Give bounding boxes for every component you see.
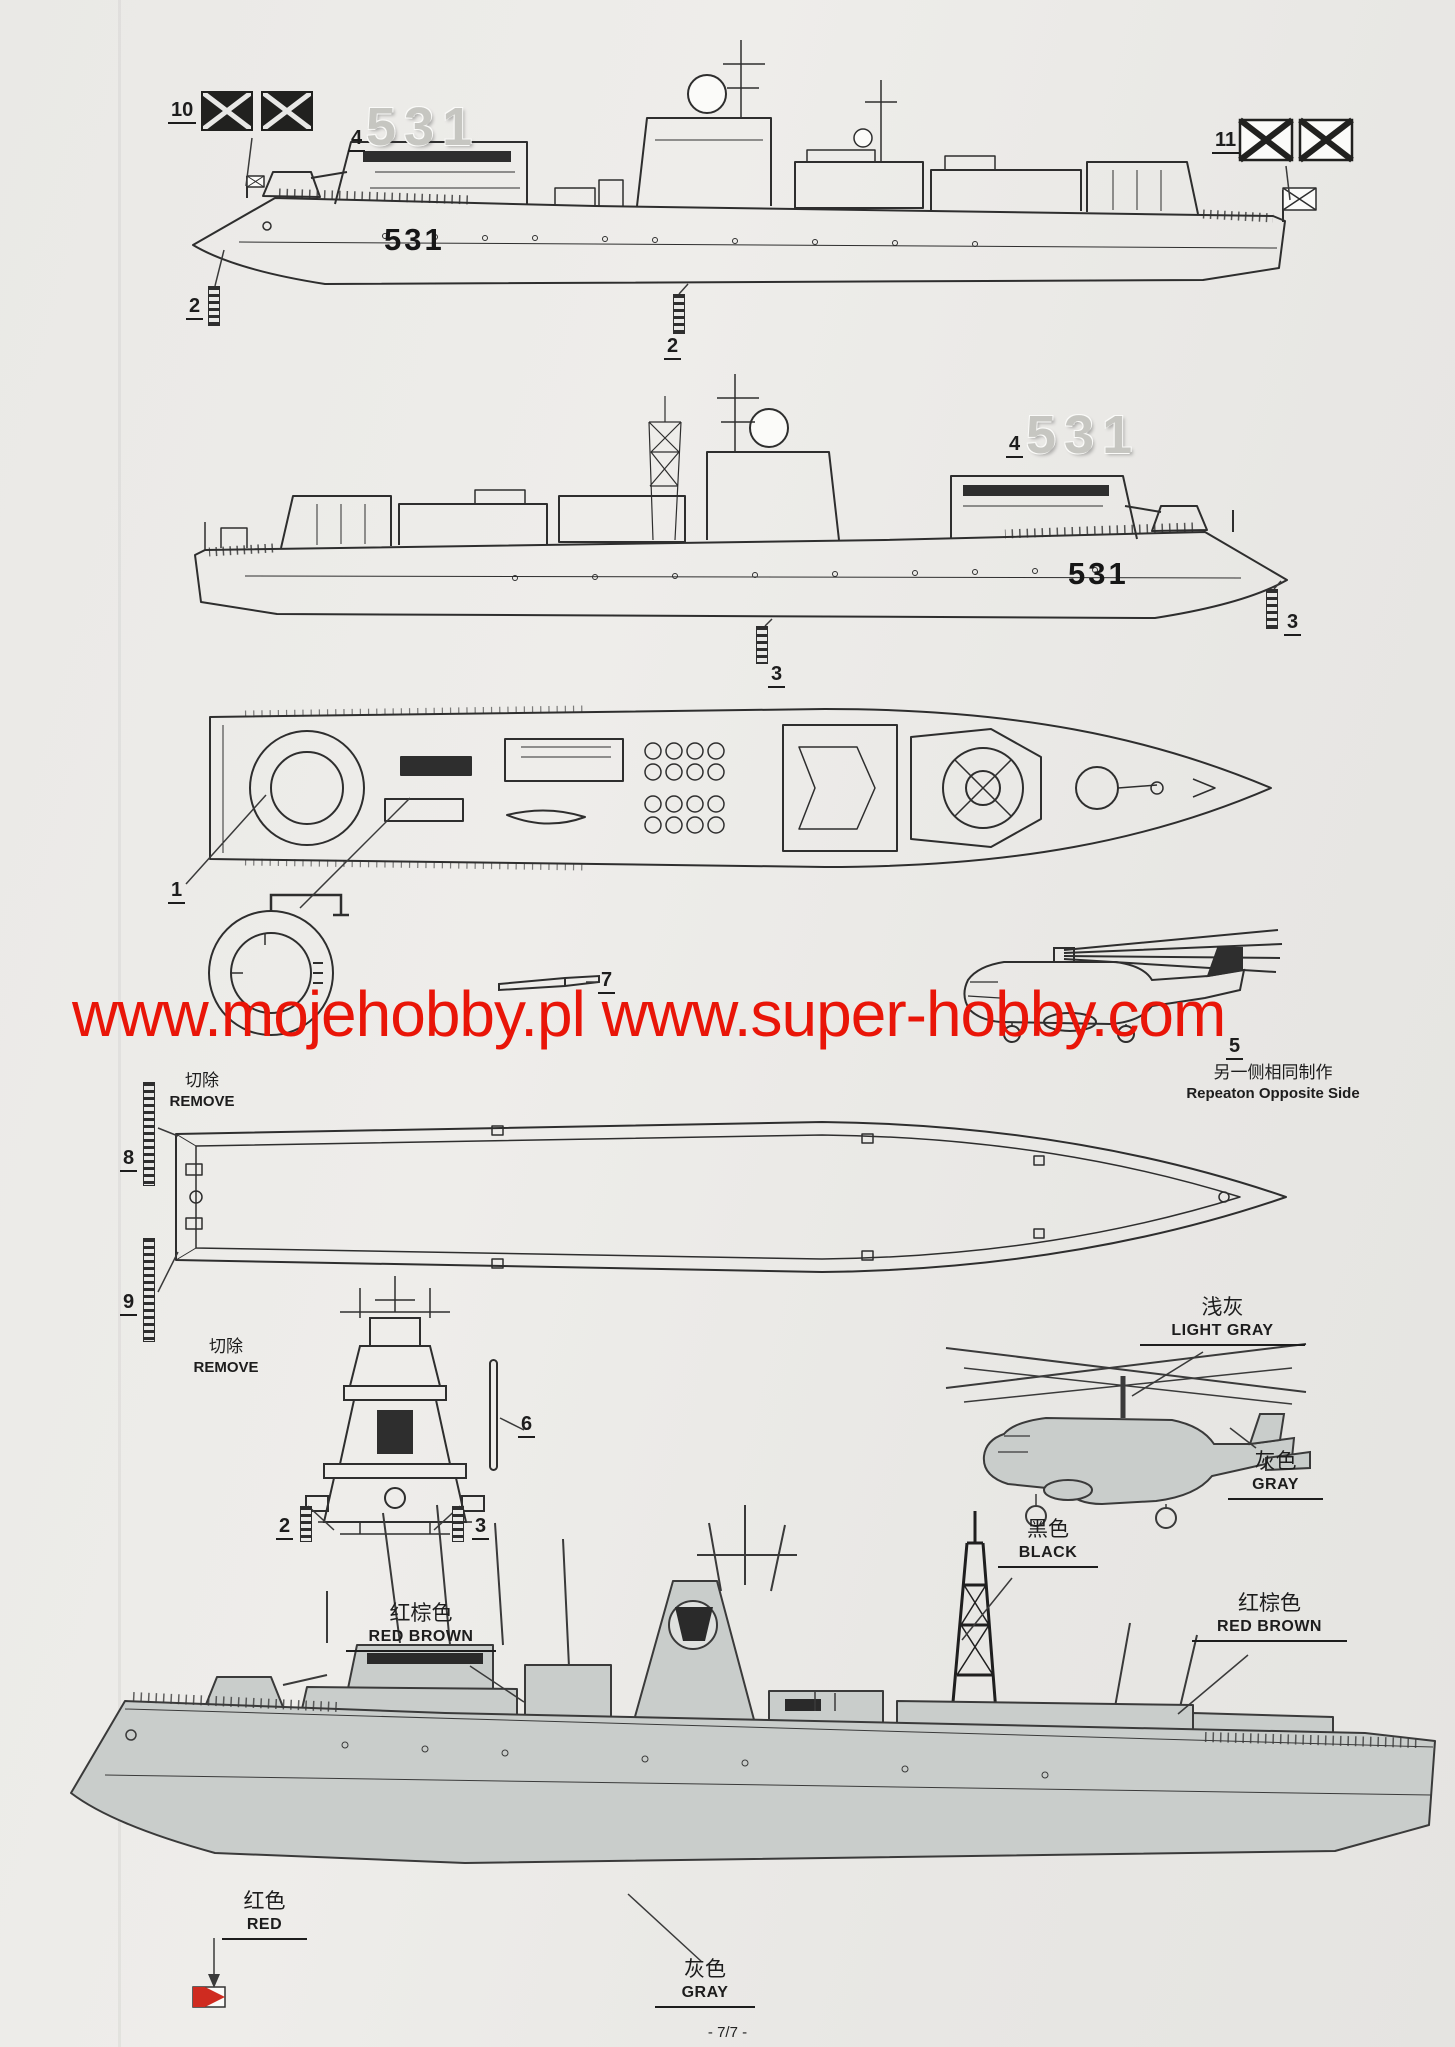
mast-front-view-drawing: [305, 1276, 485, 1535]
note-remove-top-cn: 切除: [185, 1071, 219, 1090]
note-remove-top: 切除 REMOVE: [146, 1070, 258, 1112]
callout-4-top: 4: [348, 128, 366, 152]
callout-3-bow: 3: [1284, 612, 1302, 636]
rod-part-drawing: [489, 1359, 498, 1471]
ship-profile-port-drawing: [194, 374, 1288, 619]
paint-label-gray-hull-en: GRAY: [681, 1984, 729, 2002]
callout-3-mast: 3: [472, 1516, 490, 1540]
decal-waterline-strip-8: [143, 1082, 155, 1186]
deck-plan-drawing: [209, 705, 1272, 871]
hull-number-painted-side2: 531: [1068, 556, 1129, 591]
yardarm-part-drawing: [498, 974, 600, 992]
callout-2-mast: 2: [276, 1516, 294, 1540]
paint-label-red-brown-right: 红棕色 RED BROWN: [1192, 1590, 1347, 1643]
page-number: - 7/7 -: [707, 2024, 748, 2041]
note-repeat-opposite-side: 另一侧相同制作 Repeaton Opposite Side: [1148, 1062, 1398, 1104]
paint-label-red-brown-left-cn: 红棕色: [389, 1602, 453, 1625]
note-remove-bottom-cn: 切除: [209, 1337, 243, 1356]
decal-draft-strip-3-mid: [756, 626, 768, 664]
note-repeat-opposite-side-cn: 另一侧相同制作: [1213, 1063, 1333, 1082]
callout-4-side2: 4: [1006, 434, 1024, 458]
callout-7: 7: [598, 970, 616, 994]
paint-label-gray-hull: 灰色 GRAY: [655, 1956, 755, 2009]
note-remove-top-en: REMOVE: [169, 1093, 235, 1111]
callout-6: 6: [518, 1414, 536, 1438]
paper-crease: [118, 0, 121, 2047]
paint-label-red-en: RED: [246, 1916, 283, 1934]
callout-2-bow: 2: [186, 296, 204, 320]
paint-label-red-brown-right-cn: 红棕色: [1238, 1592, 1301, 1615]
decal-draft-strip-2-mid: [673, 294, 685, 334]
callout-10: 10: [168, 100, 197, 124]
paint-label-red: 红色 RED: [222, 1888, 307, 1941]
paint-label-gray-hull-cn: 灰色: [684, 1958, 726, 1981]
hull-top-view-drawing: [175, 1121, 1287, 1273]
callout-9: 9: [120, 1292, 138, 1316]
decal-hull-number-ghost-top: 531: [366, 97, 481, 157]
decal-draft-strip-2-bow: [208, 286, 220, 326]
note-repeat-opposite-side-en: Repeaton Opposite Side: [1186, 1085, 1360, 1103]
paint-label-light-gray-en: LIGHT GRAY: [1171, 1322, 1274, 1340]
callout-1: 1: [168, 880, 186, 904]
callout-11: 11: [1212, 130, 1240, 154]
paint-label-black-en: BLACK: [1018, 1544, 1078, 1562]
paint-label-red-brown-left: 红棕色 RED BROWN: [346, 1600, 496, 1653]
helicopter-folded-drawing: [963, 929, 1283, 1043]
paint-label-red-brown-left-en: RED BROWN: [368, 1628, 474, 1646]
decal-red-flag-chip: [192, 1986, 226, 2008]
paint-label-black: 黑色 BLACK: [998, 1516, 1098, 1569]
callout-5: 5: [1226, 1036, 1244, 1060]
watermark-text: www.mojehobby.pl www.super-hobby.com: [72, 978, 1226, 1050]
decal-saltire-ensign-flags: [1238, 117, 1354, 163]
decal-draft-strip-2-mast: [300, 1506, 312, 1542]
decal-hull-number-ghost-side2: 531: [1026, 405, 1141, 465]
decal-draft-strip-3-bow: [1266, 589, 1278, 629]
paint-label-light-gray: 浅灰 LIGHT GRAY: [1140, 1294, 1305, 1347]
callout-3-mid: 3: [768, 664, 786, 688]
helicopter-paint-guide-drawing: [945, 1343, 1311, 1529]
paint-label-gray-helicopter-en: GRAY: [1252, 1476, 1299, 1494]
paint-label-red-brown-right-en: RED BROWN: [1217, 1618, 1322, 1636]
note-remove-bottom-en: REMOVE: [193, 1359, 259, 1377]
paint-label-gray-helicopter-cn: 灰色: [1254, 1450, 1297, 1473]
hull-number-painted-top: 531: [384, 222, 445, 257]
ship-profile-starboard-drawing: [192, 40, 1317, 285]
decal-draft-strip-3-mast: [452, 1506, 464, 1542]
decal-waterline-strip-9: [143, 1238, 155, 1342]
callout-2-mid: 2: [664, 336, 682, 360]
paint-label-light-gray-cn: 浅灰: [1201, 1296, 1244, 1319]
decal-naval-jack-flags: [200, 90, 314, 132]
ship-paint-guide-drawing: [70, 1504, 1436, 1864]
callout-8: 8: [120, 1148, 138, 1172]
paint-label-red-cn: 红色: [243, 1890, 286, 1913]
note-remove-bottom: 切除 REMOVE: [170, 1336, 282, 1378]
paint-label-black-cn: 黑色: [1027, 1518, 1069, 1541]
paint-label-gray-helicopter: 灰色 GRAY: [1228, 1448, 1323, 1501]
